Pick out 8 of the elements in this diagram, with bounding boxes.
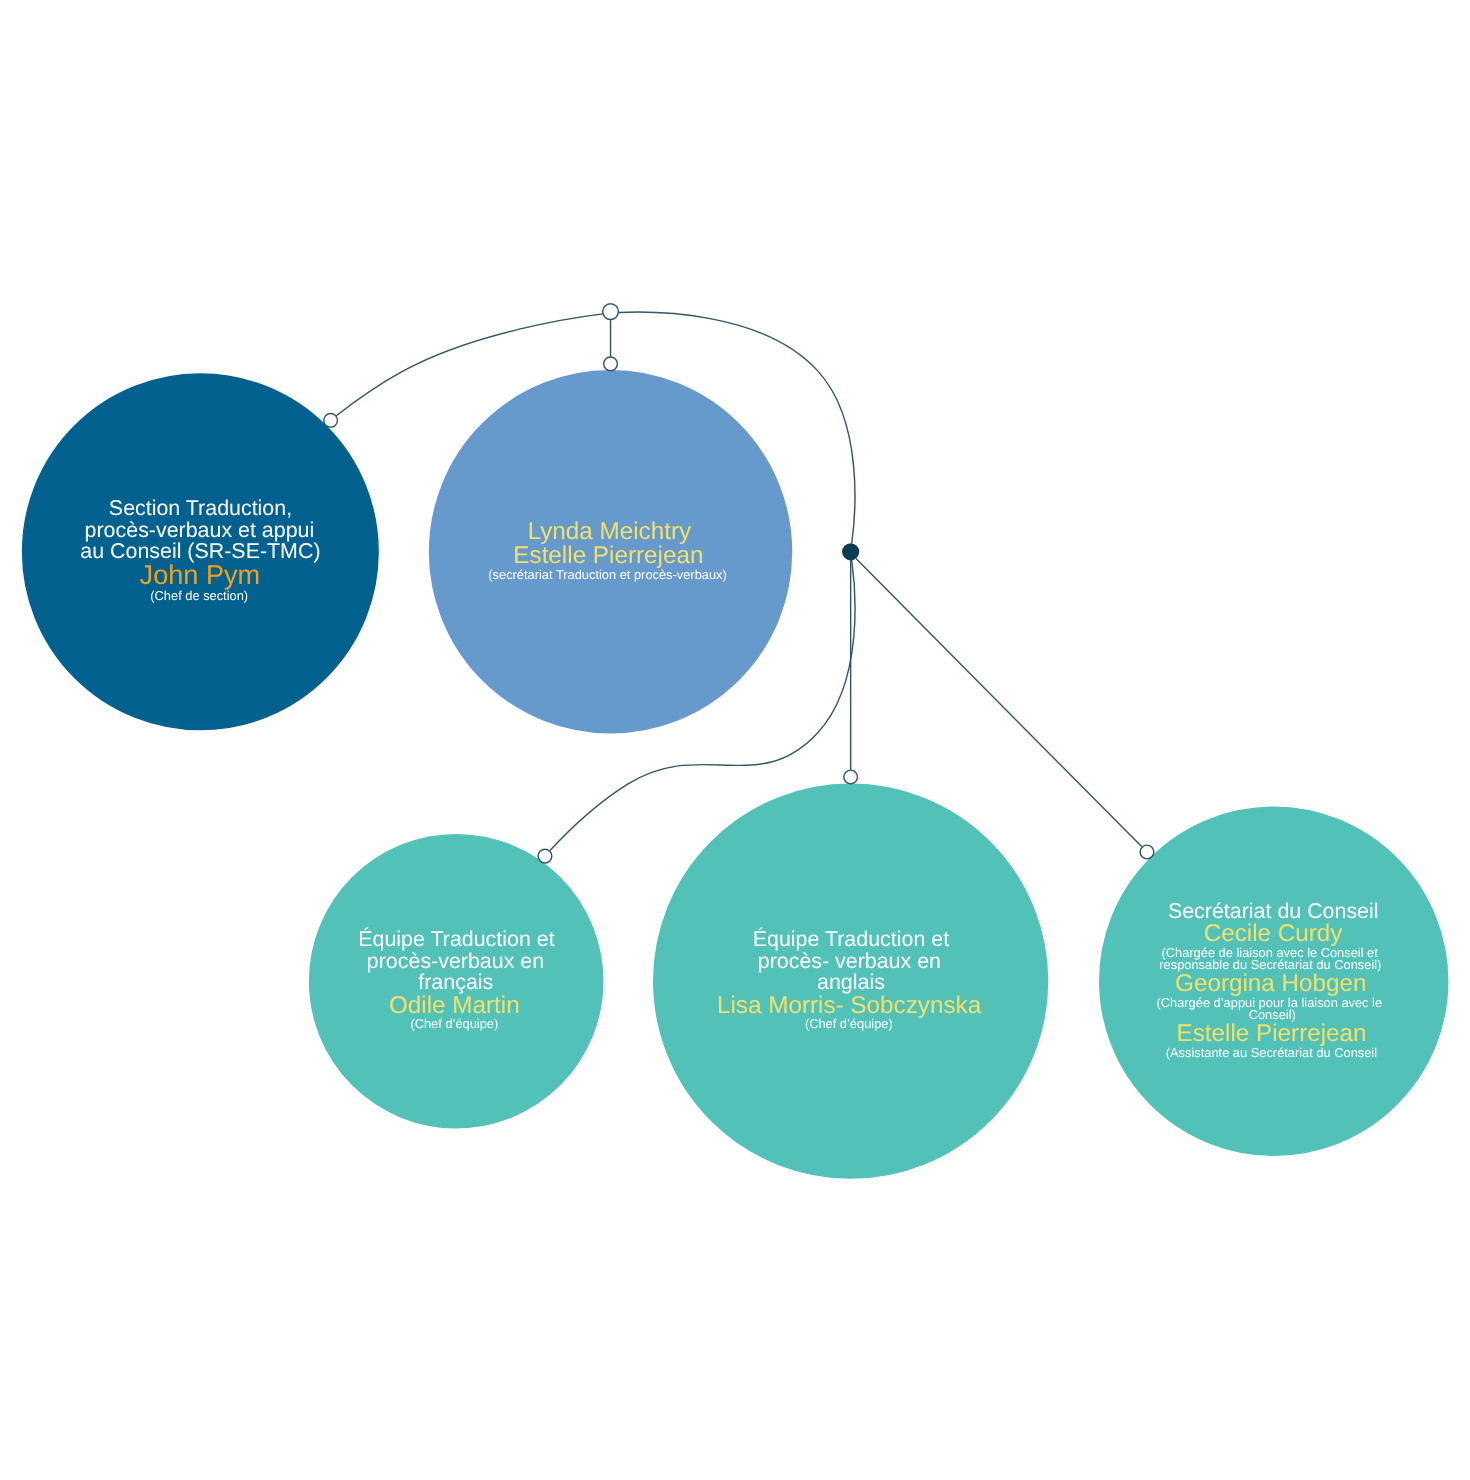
connector [843, 558, 859, 784]
connector [602, 318, 619, 371]
connector [617, 310, 856, 544]
node-circle [601, 302, 620, 320]
connector [537, 558, 856, 863]
node-circle [842, 542, 860, 560]
connector [323, 312, 604, 427]
connector [855, 556, 1155, 859]
